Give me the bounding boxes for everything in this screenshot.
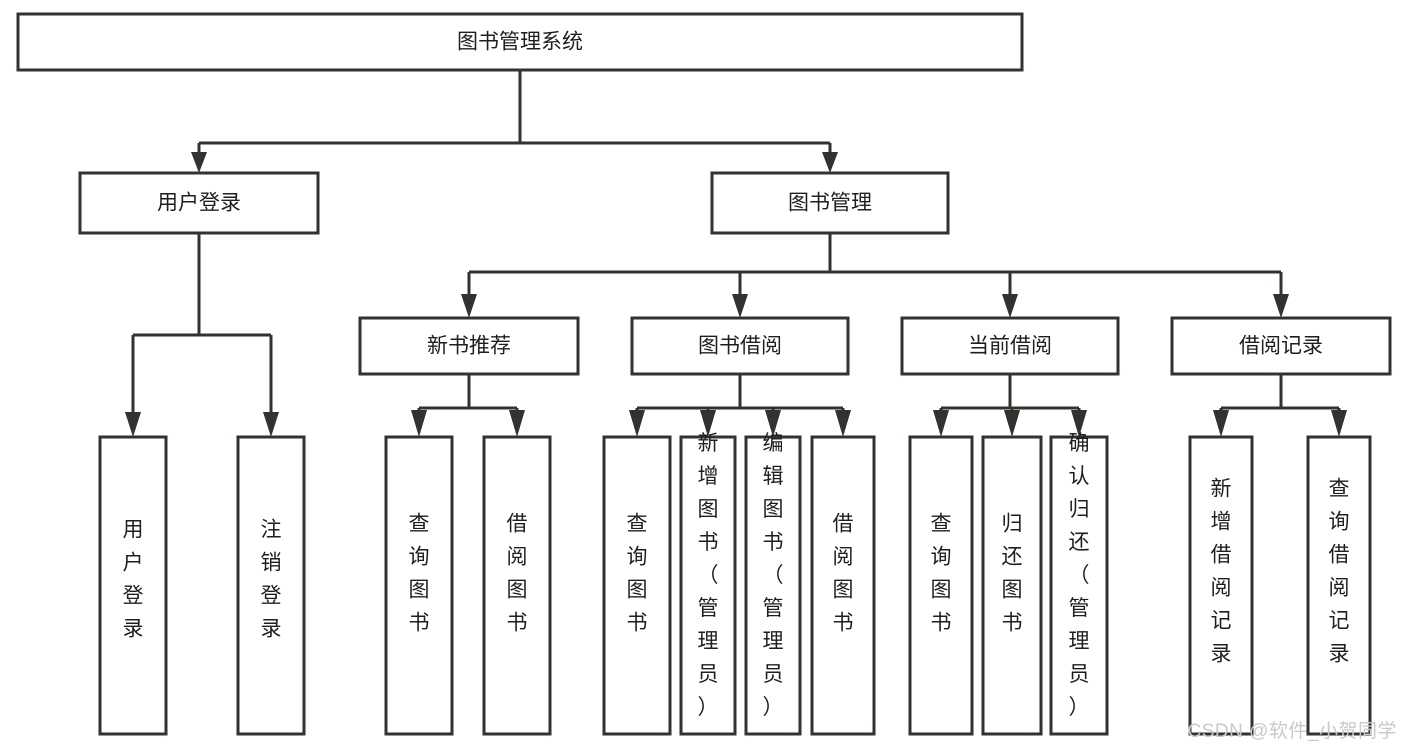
node-borrow-record-box[interactable] (1170, 316, 1392, 376)
node-leaf-return-book-label: 归还图书 (1002, 513, 1023, 635)
node-leaf-logout[interactable]: 注销登录 (236, 435, 306, 736)
node-leaf-add-record[interactable]: 新增借阅记录 (1188, 435, 1254, 736)
node-leaf-query-book-1[interactable]: 查询图书 (384, 435, 454, 736)
arrow-head-current-borrow (1002, 294, 1018, 318)
arrow-head-leaf-add-record (1213, 410, 1229, 437)
node-leaf-borrow-book-1-box[interactable] (482, 435, 552, 736)
node-root[interactable]: 图书管理系统 (16, 12, 1024, 72)
node-leaf-edit-book-label: 编辑图书（管理员） (763, 432, 784, 719)
node-borrow-record[interactable]: 借阅记录 (1170, 316, 1392, 376)
arrow-head-new-book-recommend (461, 294, 477, 318)
node-leaf-user-login-box[interactable] (98, 435, 168, 736)
node-leaf-user-login-label: 用户登录 (123, 519, 144, 641)
node-leaf-query-book-2-label: 查询图书 (627, 513, 648, 635)
node-leaf-add-book[interactable]: 新增图书（管理员） (679, 432, 737, 736)
arrow-head-leaf-add-book (700, 410, 716, 437)
node-leaf-borrow-book-2-box[interactable] (810, 435, 876, 736)
arrow-head-book-borrow (732, 294, 748, 318)
node-leaf-user-login[interactable]: 用户登录 (98, 435, 168, 736)
node-user-login-box[interactable] (78, 171, 320, 235)
node-leaf-query-book-1-box[interactable] (384, 435, 454, 736)
node-leaf-query-book-3[interactable]: 查询图书 (908, 435, 974, 736)
node-leaf-edit-book[interactable]: 编辑图书（管理员） (744, 432, 802, 736)
arrow-head-leaf-confirm-return (1071, 410, 1087, 437)
node-leaf-return-book-box[interactable] (981, 435, 1043, 736)
node-leaf-query-record[interactable]: 查询借阅记录 (1306, 435, 1372, 736)
node-leaf-borrow-book-2[interactable]: 借阅图书 (810, 435, 876, 736)
node-leaf-borrow-book-1-label: 借阅图书 (507, 513, 528, 635)
node-book-borrow[interactable]: 图书借阅 (630, 316, 850, 376)
node-leaf-query-book-2-box[interactable] (602, 435, 672, 736)
arrow-head-leaf-query-book-3 (933, 410, 949, 437)
arrow-head-leaf-query-book-1 (411, 410, 427, 437)
node-book-management-label: 图书管理 (788, 192, 872, 215)
node-leaf-query-book-2[interactable]: 查询图书 (602, 435, 672, 736)
arrow-head-leaf-user-login (125, 412, 141, 437)
node-leaf-return-book[interactable]: 归还图书 (981, 435, 1043, 736)
node-leaf-query-book-3-box[interactable] (908, 435, 974, 736)
arrow-head-leaf-borrow-book-1 (509, 410, 525, 437)
arrow-head-leaf-return-book (1004, 410, 1020, 437)
node-leaf-add-book-box[interactable] (679, 435, 737, 736)
node-leaf-confirm-return-box[interactable] (1049, 435, 1109, 736)
node-leaf-confirm-return-label: 确认归还（管理员） (1069, 432, 1090, 719)
node-root-label: 图书管理系统 (457, 31, 583, 54)
arrow-head-leaf-edit-book (765, 410, 781, 437)
node-book-management[interactable]: 图书管理 (710, 171, 950, 235)
connector-layer (125, 70, 1347, 437)
node-leaf-add-record-label: 新增借阅记录 (1211, 478, 1232, 666)
node-leaf-query-book-3-label: 查询图书 (931, 513, 952, 635)
node-user-login[interactable]: 用户登录 (78, 171, 320, 235)
node-leaf-edit-book-box[interactable] (744, 435, 802, 736)
node-leaf-borrow-book-1[interactable]: 借阅图书 (482, 435, 552, 736)
node-current-borrow-label: 当前借阅 (968, 335, 1052, 358)
node-leaf-query-record-box[interactable] (1306, 435, 1372, 736)
arrow-head-leaf-query-book-2 (629, 410, 645, 437)
arrow-head-borrow-record (1273, 294, 1289, 318)
arrow-head-leaf-borrow-book-2 (835, 410, 851, 437)
node-leaf-borrow-book-2-label: 借阅图书 (833, 513, 854, 635)
arrow-head-book-management (822, 152, 838, 173)
node-book-borrow-label: 图书借阅 (698, 335, 782, 358)
node-current-borrow-box[interactable] (900, 316, 1120, 376)
node-leaf-logout-label: 注销登录 (261, 519, 282, 641)
node-leaf-add-record-box[interactable] (1188, 435, 1254, 736)
node-new-book-recommend-box[interactable] (358, 316, 580, 376)
node-current-borrow[interactable]: 当前借阅 (900, 316, 1120, 376)
node-new-book-recommend[interactable]: 新书推荐 (358, 316, 580, 376)
node-root-box[interactable] (16, 12, 1024, 72)
node-user-login-label: 用户登录 (157, 192, 241, 215)
node-book-borrow-box[interactable] (630, 316, 850, 376)
node-leaf-confirm-return[interactable]: 确认归还（管理员） (1049, 432, 1109, 736)
node-new-book-recommend-label: 新书推荐 (427, 335, 511, 358)
node-borrow-record-label: 借阅记录 (1239, 335, 1323, 358)
arrow-head-user-login (191, 152, 207, 173)
node-leaf-query-book-1-label: 查询图书 (409, 513, 430, 635)
node-leaf-query-record-label: 查询借阅记录 (1329, 478, 1350, 666)
node-book-management-box[interactable] (710, 171, 950, 235)
node-leaf-logout-box[interactable] (236, 435, 306, 736)
arrow-head-leaf-query-record (1331, 410, 1347, 437)
arrow-head-leaf-logout (263, 412, 279, 437)
node-leaf-add-book-label: 新增图书（管理员） (698, 432, 719, 719)
